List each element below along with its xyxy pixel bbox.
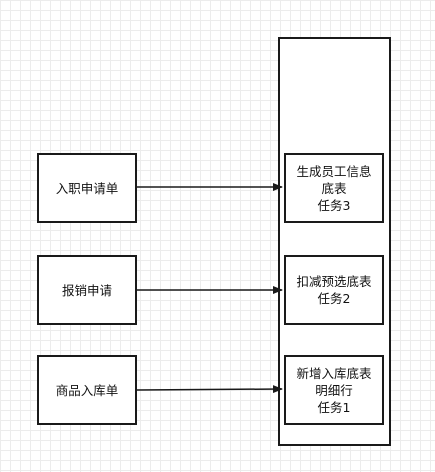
source-box-onboarding: 入职申请单 [37, 153, 137, 223]
task-line: 新增入库底表 [296, 365, 372, 381]
source-box-goods-receipt: 商品入库单 [37, 355, 137, 425]
arrow-goods-receipt-to-task1 [136, 385, 283, 394]
task-line: 任务1 [317, 399, 351, 415]
task-line: 扣减预选底表 [296, 274, 372, 289]
task-line: 任务3 [317, 197, 351, 213]
source-label: 商品入库单 [55, 382, 119, 398]
task-line: 底表 [321, 180, 347, 196]
source-label: 报销申请 [61, 282, 112, 298]
task-box-1: 新增入库底表 明细行 任务1 [284, 355, 384, 425]
task-box-3: 生成员工信息 底表 任务3 [284, 153, 384, 223]
source-box-reimbursement: 报销申请 [37, 255, 137, 325]
task-box-2: 扣减预选底表 任务2 [284, 255, 384, 325]
source-label: 入职申请单 [55, 180, 119, 196]
task-line: 明细行 [315, 382, 353, 398]
task-line: 任务2 [317, 291, 351, 306]
task-line: 生成员工信息 [296, 163, 372, 179]
